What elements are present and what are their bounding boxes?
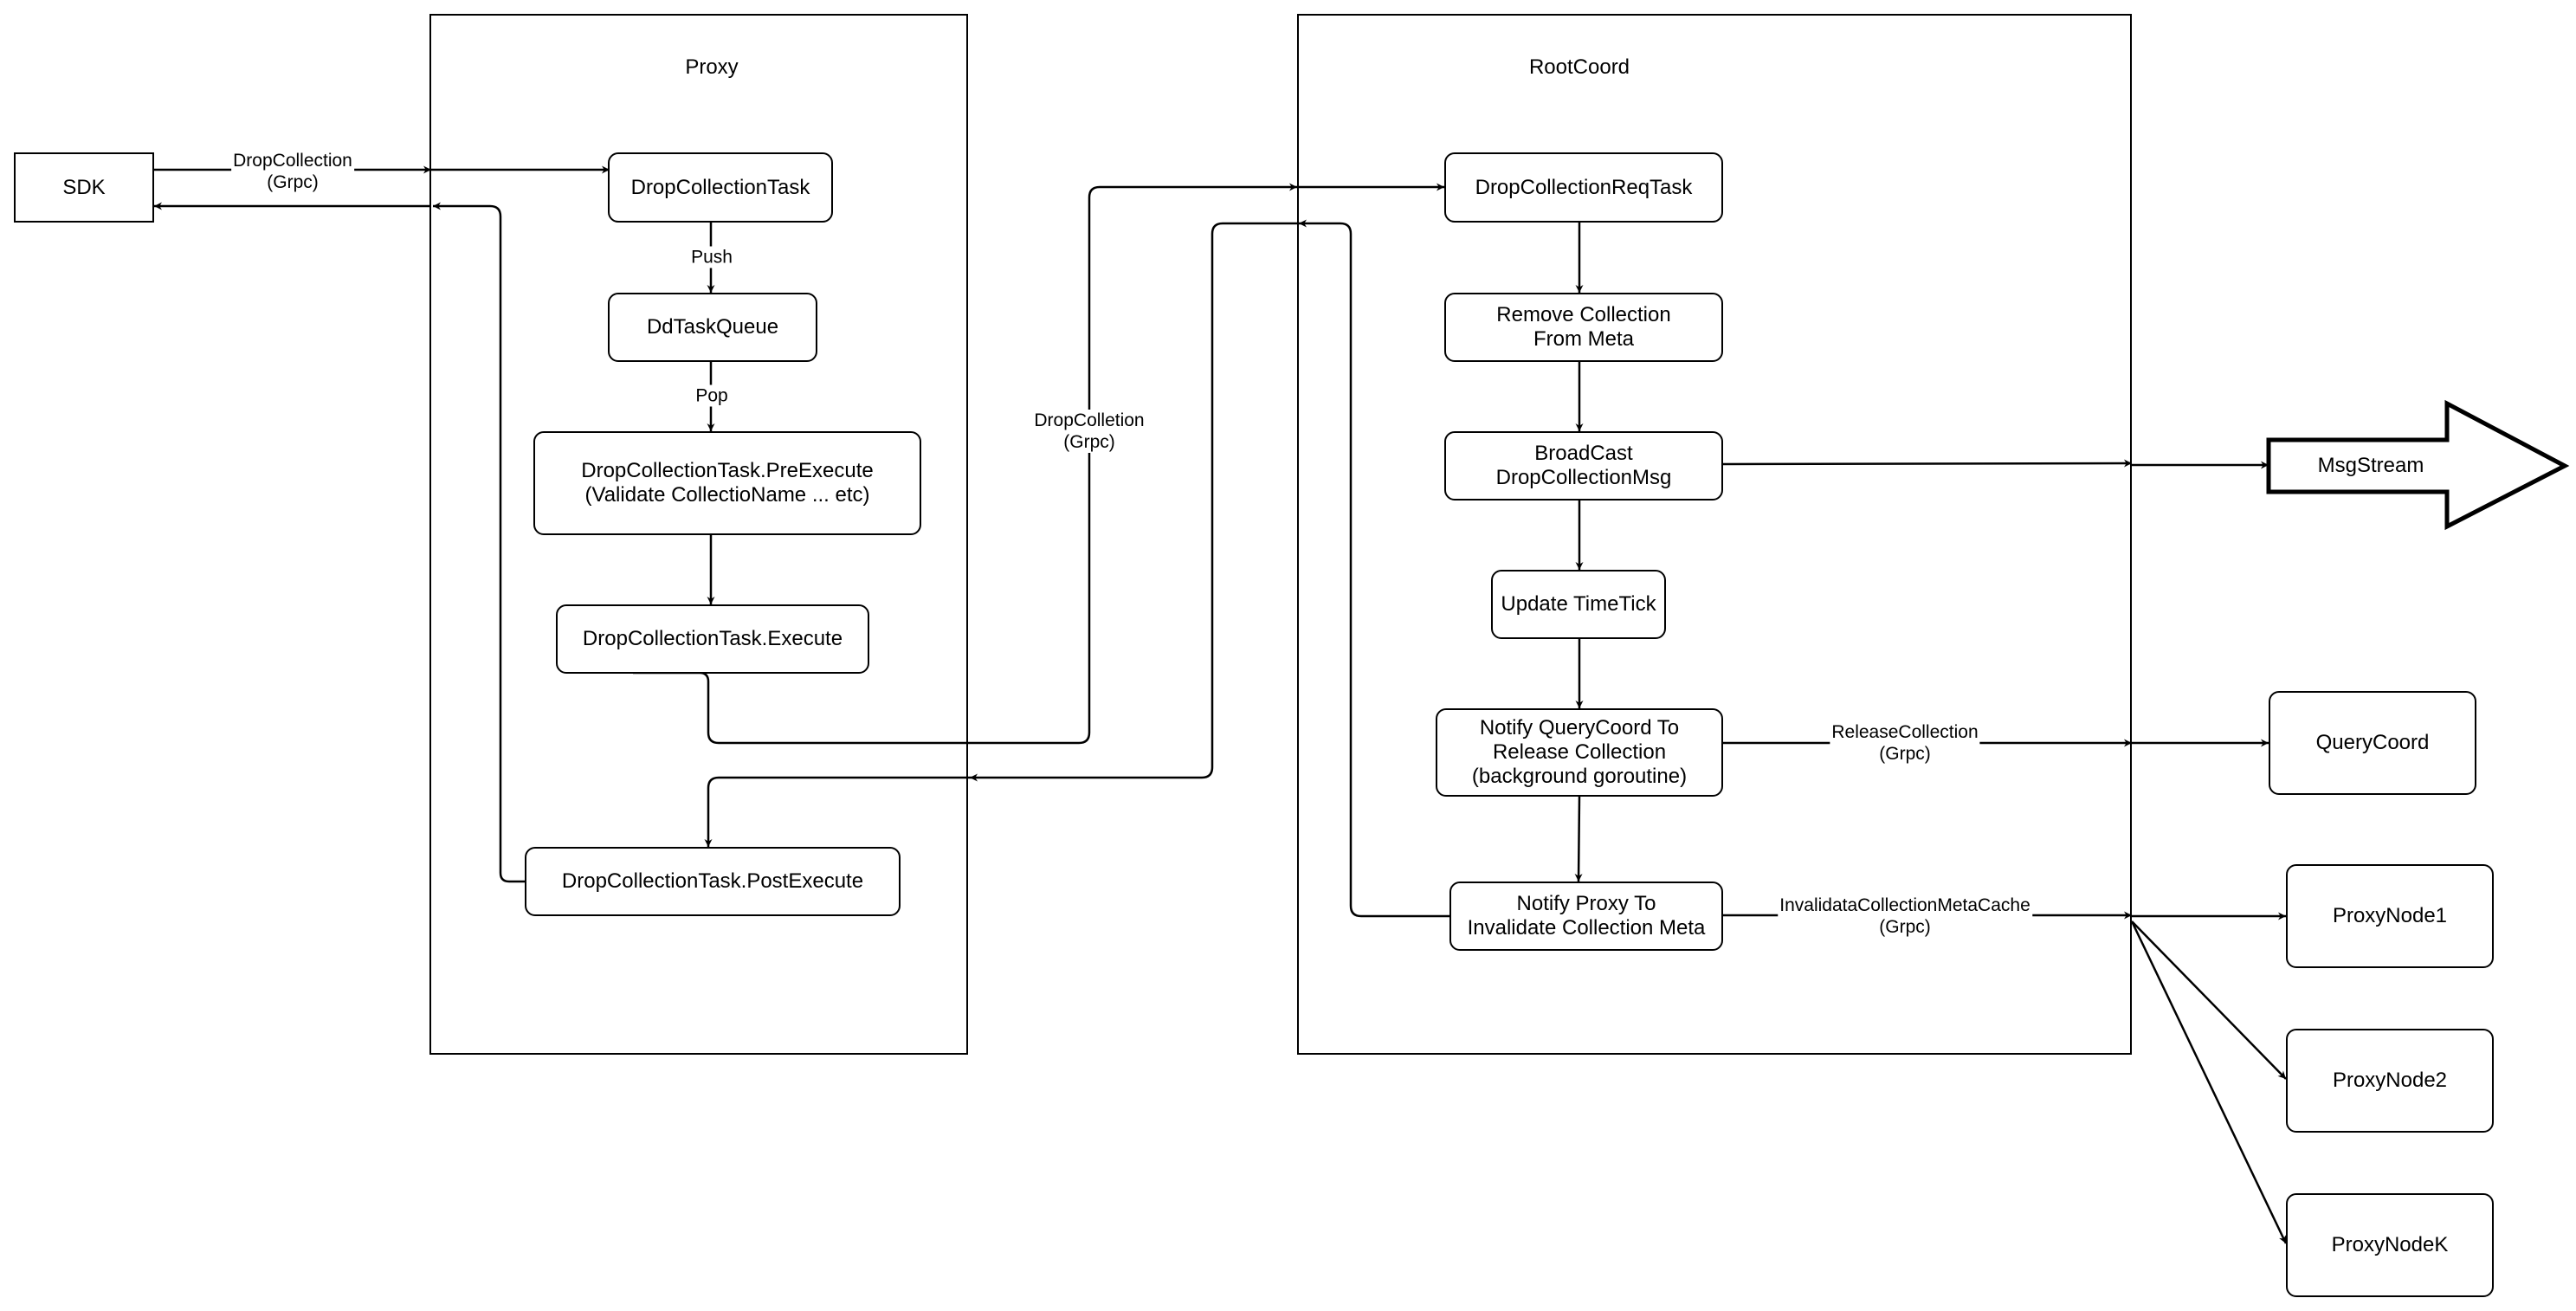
sdk-node: SDK (14, 152, 154, 223)
remove-collection-node: Remove Collection From Meta (1444, 293, 1723, 362)
edge-label-proxy-to-rootcoord: DropColletion (Grpc) (1032, 410, 1146, 453)
edge-label-sdk-to-proxy: DropCollection (Grpc) (231, 150, 354, 193)
dd-task-queue-node: DdTaskQueue (608, 293, 817, 362)
msgstream-arrow-shape (2266, 399, 2570, 531)
querycoord-node: QueryCoord (2269, 691, 2476, 795)
edge-execute-to-rootcoord (633, 183, 1297, 745)
proxynodek-node: ProxyNodeK (2286, 1193, 2494, 1297)
edge-label-invalidate-cache: InvalidataCollectionMetaCache (Grpc) (1778, 894, 2032, 938)
edge-proxy-to-postexecute (704, 776, 970, 847)
edge-label-pop: Pop (694, 384, 730, 407)
edge-boundary-to-proxynode2 (2131, 920, 2287, 1080)
edge-broadcast-to-boundary (1721, 459, 2133, 468)
pre-execute-node: DropCollectionTask.PreExecute (Validate … (533, 431, 921, 535)
edge-postexecute-return (433, 202, 525, 883)
proxy-container (429, 14, 968, 1055)
broadcast-node: BroadCast DropCollectionMsg (1444, 431, 1723, 501)
edge-boundary-to-proxynodek (2130, 920, 2288, 1244)
edge-label-release-collection: ReleaseCollection (Grpc) (1830, 721, 1980, 765)
proxynode2-node: ProxyNode2 (2286, 1029, 2494, 1133)
drop-collection-task-node: DropCollectionTask (608, 152, 833, 223)
edge-label-push: Push (689, 246, 734, 268)
notify-querycoord-node: Notify QueryCoord To Release Collection … (1436, 708, 1723, 797)
edge-notifyproxy-return (1299, 219, 1449, 918)
notify-proxy-node: Notify Proxy To Invalidate Collection Me… (1449, 882, 1723, 951)
proxynode1-node: ProxyNode1 (2286, 864, 2494, 968)
update-timetick-node: Update TimeTick (1491, 570, 1666, 639)
proxy-title: Proxy (685, 55, 739, 79)
drop-collection-req-task-node: DropCollectionReqTask (1444, 152, 1723, 223)
execute-node: DropCollectionTask.Execute (556, 604, 869, 674)
post-execute-node: DropCollectionTask.PostExecute (525, 847, 901, 916)
rootcoord-container (1297, 14, 2132, 1055)
edge-rootcoord-to-proxy (970, 222, 1299, 782)
msgstream-label: MsgStream (2317, 454, 2424, 477)
rootcoord-title: RootCoord (1528, 55, 1630, 79)
